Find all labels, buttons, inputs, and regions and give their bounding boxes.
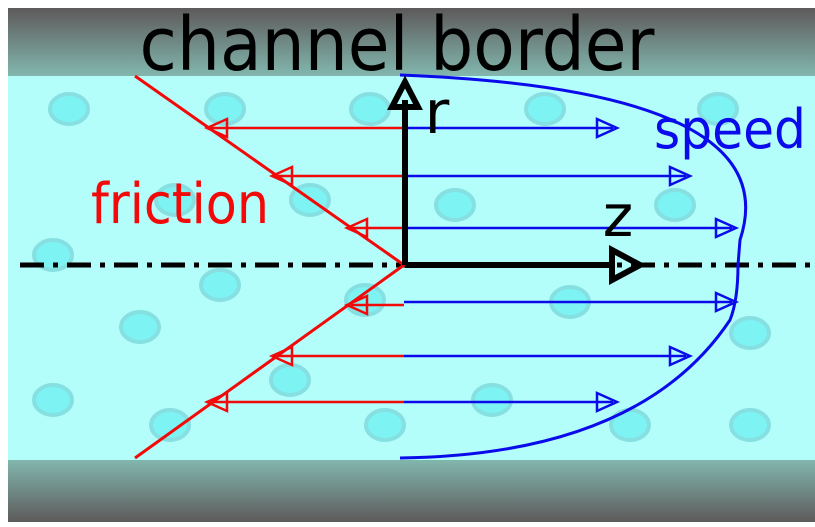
channel-border-label: channel border xyxy=(140,2,656,88)
particle-icon xyxy=(201,270,239,300)
speed-label: speed xyxy=(654,98,806,161)
particle-icon xyxy=(366,410,404,440)
particle-icon xyxy=(351,94,389,124)
particle-icon xyxy=(656,190,694,220)
particle-icon xyxy=(473,385,511,415)
channel-wall-bottom xyxy=(8,460,815,522)
particle-icon xyxy=(121,312,159,342)
particle-icon xyxy=(34,385,72,415)
particle-icon xyxy=(526,94,564,124)
particle-icon xyxy=(346,285,384,315)
particle-icon xyxy=(436,190,474,220)
friction-label: friction xyxy=(91,172,269,237)
r-axis-label: r xyxy=(425,78,450,148)
particle-icon xyxy=(50,94,88,124)
particle-icon xyxy=(271,365,309,395)
particle-icon xyxy=(731,410,769,440)
z-axis-label: z xyxy=(603,182,633,250)
particle-icon xyxy=(731,318,769,348)
